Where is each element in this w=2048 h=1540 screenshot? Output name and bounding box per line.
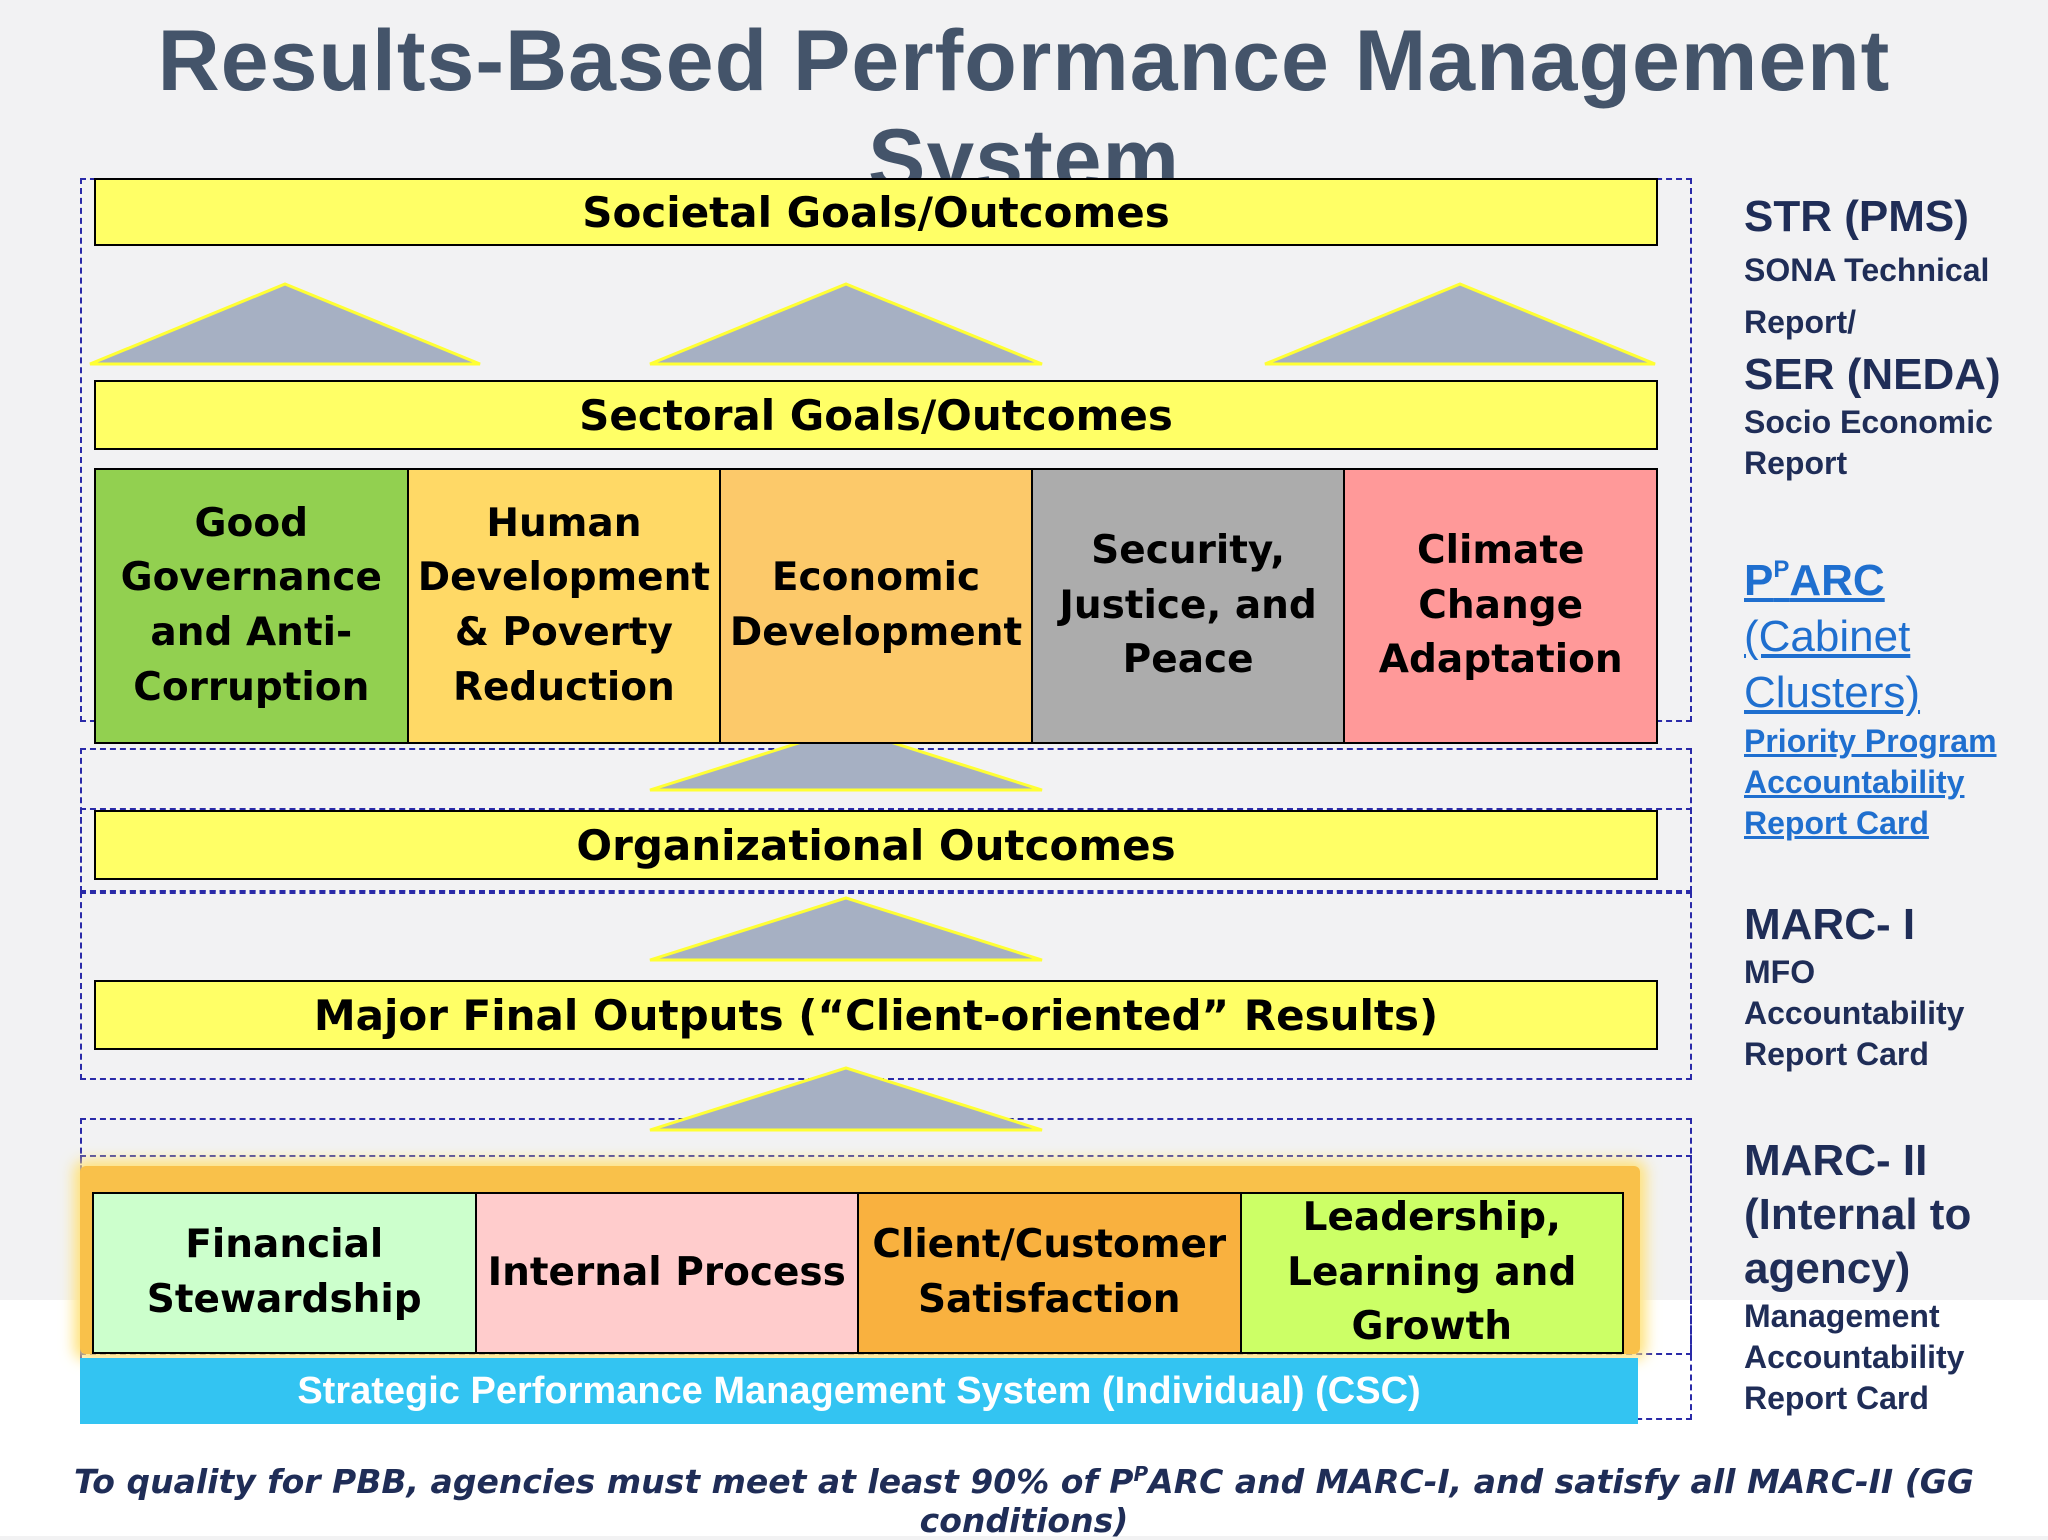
organizational-outcomes-bar: Organizational Outcomes — [94, 810, 1658, 880]
spms-bar: Strategic Performance Management System … — [80, 1358, 1638, 1424]
societal-goals-bar: Societal Goals/Outcomes — [94, 178, 1658, 246]
str-sub: SONA Technical Report/ — [1744, 252, 1990, 340]
major-final-outputs-bar: Major Final Outputs (“Client-oriented” R… — [94, 980, 1658, 1050]
frame-mfo-group — [80, 892, 1692, 1080]
sector-economic-development: Economic Development — [721, 468, 1033, 744]
sector-climate-change: Climate Change Adaptation — [1345, 468, 1659, 744]
sectoral-goals-bar: Sectoral Goals/Outcomes — [94, 380, 1658, 450]
sector-human-development: Human Development & Poverty Reduction — [408, 468, 722, 744]
sector-row: Good Governance and Anti-Corruption Huma… — [94, 468, 1659, 744]
page-title: Results-Based Performance Management Sys… — [157, 13, 1891, 208]
triangle-up-organizational — [649, 726, 1043, 792]
triangle-up-right — [1264, 282, 1656, 366]
triangle-up-marc2 — [649, 1066, 1043, 1132]
scorecard-leadership-learning: Leadership, Learning and Growth — [1241, 1192, 1624, 1354]
pparc-cabinet-clusters[interactable]: (Cabinet Clusters) — [1744, 612, 1921, 717]
scorecard-client-satisfaction: Client/Customer Satisfaction — [859, 1192, 1242, 1354]
frame-organizational-inner — [80, 808, 1692, 892]
side-str: STR (PMS) SONA Technical Report/ SER (NE… — [1744, 190, 2034, 484]
triangle-up-center — [649, 282, 1043, 366]
triangle-up-left — [89, 282, 481, 366]
str-heading: STR (PMS) — [1744, 192, 1969, 241]
side-marc2: MARC- II (Internal to agency) Management… — [1744, 1134, 2034, 1419]
footer-post: ARC and MARC-I, and satisfy all MARC-II … — [919, 1462, 1974, 1540]
ser-sub: Socio Economic Report — [1744, 404, 1993, 481]
pparc-p: P — [1744, 556, 1774, 605]
side-pparc[interactable]: PPARC (Cabinet Clusters) Priority Progra… — [1744, 542, 2034, 844]
side-marc1: MARC- I MFO Accountability Report Card — [1744, 898, 2034, 1075]
ser-heading: SER (NEDA) — [1744, 350, 2001, 399]
triangle-up-mfo — [649, 896, 1043, 962]
scorecard-row: Financial Stewardship Internal Process C… — [92, 1192, 1624, 1354]
marc2-sub: Management Accountability Report Card — [1744, 1298, 1965, 1416]
footer-pre: To quality for PBB, agencies must meet a… — [74, 1462, 1134, 1501]
pparc-rest: ARC — [1789, 556, 1885, 605]
pparc-link[interactable]: PPARC — [1744, 542, 2034, 609]
pparc-sub[interactable]: Priority Program Accountability Report C… — [1744, 723, 1997, 841]
pparc-sup: P — [1773, 556, 1790, 583]
marc1-heading: MARC- I — [1744, 900, 1916, 949]
marc1-sub: MFO Accountability Report Card — [1744, 954, 1965, 1072]
scorecard-internal-process: Internal Process — [476, 1192, 859, 1354]
footer-sup: P — [1133, 1462, 1149, 1486]
scorecard-financial-stewardship: Financial Stewardship — [92, 1192, 477, 1354]
marc2-heading: MARC- II (Internal to agency) — [1744, 1136, 1972, 1293]
footer-note: To quality for PBB, agencies must meet a… — [0, 1462, 2048, 1540]
sector-good-governance: Good Governance and Anti-Corruption — [94, 468, 409, 744]
sector-security-justice-peace: Security, Justice, and Peace — [1032, 468, 1346, 744]
